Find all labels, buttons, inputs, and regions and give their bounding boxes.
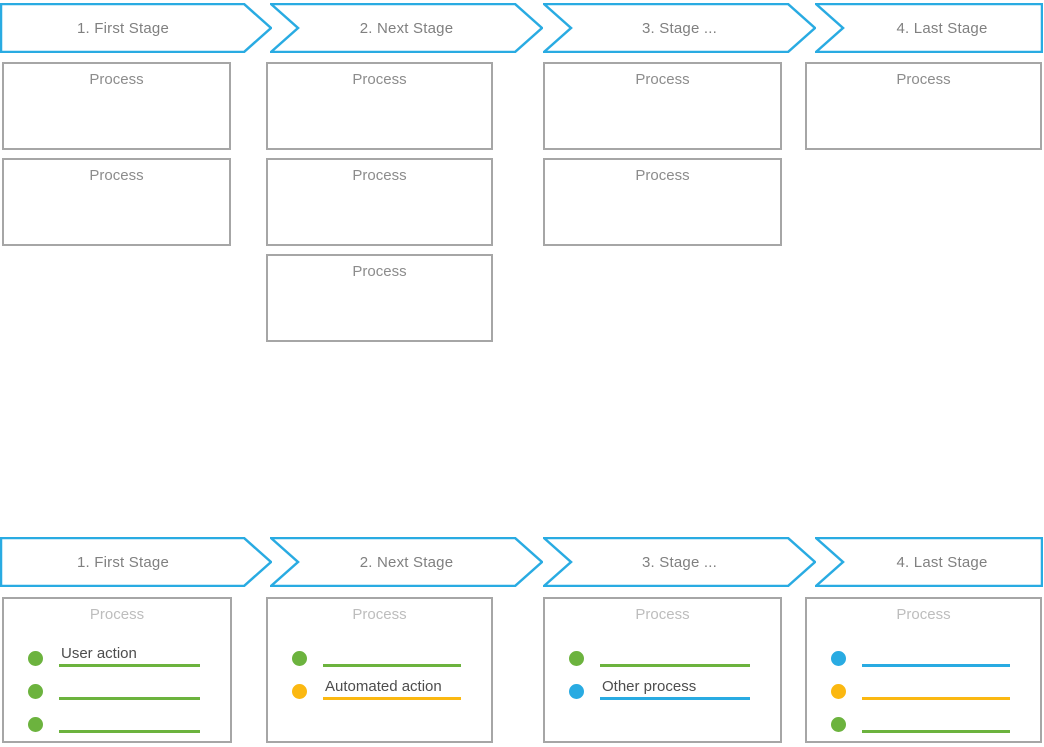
process-box-label: Process [352,71,407,88]
item-line [59,729,200,733]
process-item [4,674,230,707]
process-box: Process [2,62,231,150]
item-line [862,729,1010,733]
process-box-label: Process [89,167,144,184]
chevron-middle-icon [543,537,816,587]
bullet-dot-icon [569,683,584,699]
process-box: Process [266,62,493,150]
process-box: Process [266,254,493,342]
detail-process-box: Process Automated action [266,597,493,743]
process-item: User action [4,641,230,674]
detail-process-box: Process User action [2,597,232,743]
process-item: Other process [545,674,780,707]
process-item [4,707,230,740]
chevron-first-icon [0,3,272,53]
process-item [807,641,1040,674]
item-line [600,663,750,667]
bullet-dot-icon [831,716,846,732]
process-box: Process [543,158,782,246]
process-box-label: Process [89,71,144,88]
bullet-dot-icon [292,650,307,666]
bullet-dot-icon [28,683,43,699]
process-box: Process [2,158,231,246]
process-box-label: Process [635,167,690,184]
process-item [268,641,491,674]
process-item: Automated action [268,674,491,707]
item-line [862,663,1010,667]
top-stage-chevron-1: 1. First Stage [0,3,272,53]
process-box: Process [805,62,1042,150]
item-line [323,663,461,667]
chevron-last-icon [815,537,1043,587]
bullet-dot-icon [28,716,43,732]
bottom-stage-chevron-2: 2. Next Stage [270,537,543,587]
item-line [59,663,200,667]
top-stage-chevron-4: 4. Last Stage [815,3,1043,53]
bottom-stage-chevron-3: 3. Stage ... [543,537,816,587]
bullet-dot-icon [831,683,846,699]
item-label: Automated action [325,677,442,695]
top-stage-chevron-2: 2. Next Stage [270,3,543,53]
detail-process-box: Process [805,597,1042,743]
process-item [807,674,1040,707]
detail-process-box: Process Other process [543,597,782,743]
process-box-title: Process [352,606,407,623]
process-box-label: Process [635,71,690,88]
bullet-dot-icon [292,683,307,699]
process-box-title: Process [896,606,951,623]
process-item-list: Automated action [268,641,491,707]
process-item-list [807,641,1040,740]
bullet-dot-icon [28,650,43,666]
top-stage-chevron-3: 3. Stage ... [543,3,816,53]
item-label: Other process [602,677,697,695]
process-box-title: Process [635,606,690,623]
chevron-middle-icon [270,537,543,587]
item-label: User action [61,644,137,662]
bullet-dot-icon [831,650,846,666]
bullet-dot-icon [569,650,584,666]
process-box: Process [543,62,782,150]
process-item [807,707,1040,740]
process-item-list: User action [4,641,230,740]
chevron-middle-icon [270,3,543,53]
bottom-stage-chevron-1: 1. First Stage [0,537,272,587]
bottom-stage-chevron-4: 4. Last Stage [815,537,1043,587]
process-box: Process [266,158,493,246]
process-item [545,641,780,674]
process-item-list: Other process [545,641,780,707]
process-box-label: Process [896,71,951,88]
process-box-title: Process [89,606,145,623]
item-line [600,696,750,700]
item-line [323,696,461,700]
chevron-last-icon [815,3,1043,53]
item-line [862,696,1010,700]
item-line [59,696,200,700]
process-box-label: Process [352,263,407,280]
chevron-first-icon [0,537,272,587]
process-box-label: Process [352,167,407,184]
chevron-middle-icon [543,3,816,53]
